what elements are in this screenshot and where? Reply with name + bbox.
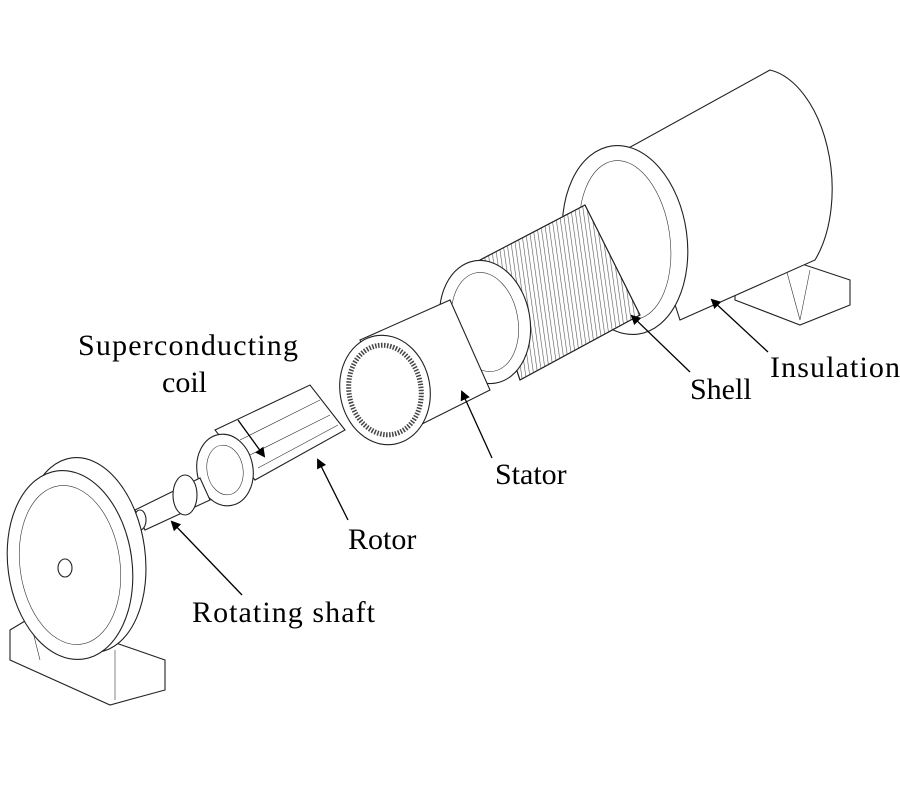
label-stator: Stator	[495, 458, 567, 491]
label-insulation: Insulation	[770, 351, 900, 384]
shaft-leader	[170, 520, 243, 596]
insulation-leader	[710, 298, 769, 353]
shell-leader	[630, 314, 691, 373]
label-rotating-shaft: Rotating shaft	[192, 596, 376, 629]
label-coil: coil	[162, 366, 207, 399]
rotating-shaft	[133, 474, 211, 531]
stator	[339, 299, 491, 446]
label-superconducting: Superconducting	[78, 329, 298, 362]
rotor-leader	[317, 458, 349, 521]
stator-leader	[460, 390, 493, 459]
coil-leader	[237, 419, 266, 458]
rotor	[196, 384, 346, 507]
label-rotor: Rotor	[348, 523, 416, 556]
end-cap	[6, 457, 166, 706]
label-shell: Shell	[690, 373, 752, 406]
